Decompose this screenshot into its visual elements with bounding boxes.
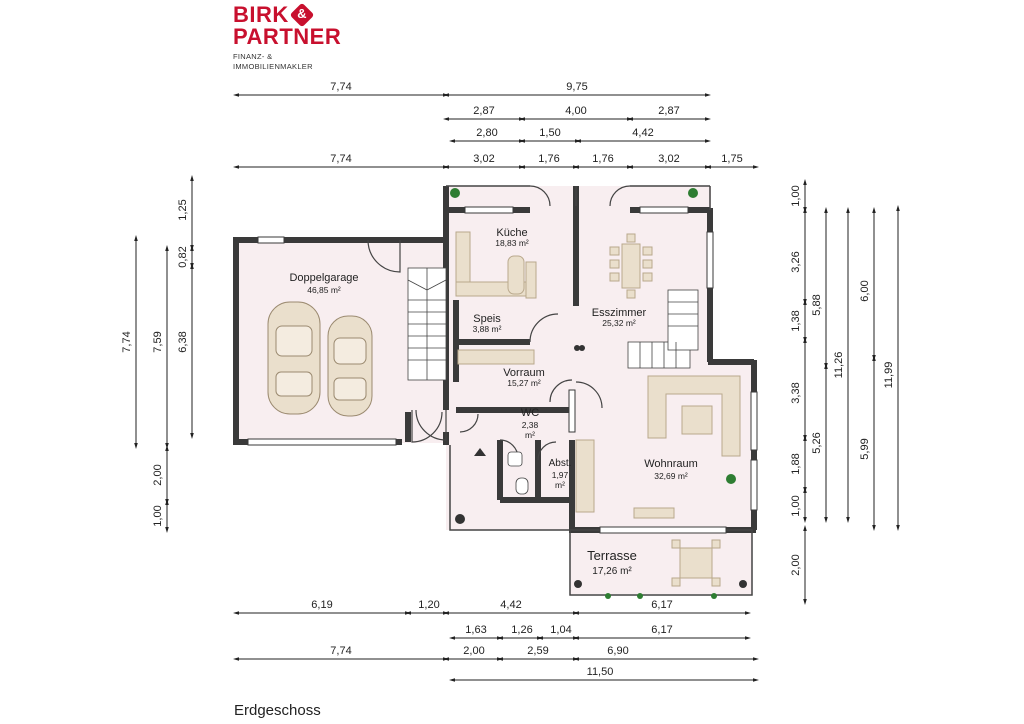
kitchen-furniture bbox=[455, 231, 595, 513]
dim-right-4-1: 6,00 bbox=[859, 280, 871, 301]
dim-bottom-1-2: 1,20 bbox=[418, 599, 439, 611]
room-area-unit-wc: m² bbox=[525, 430, 535, 440]
dim-bottom-2-2: 1,26 bbox=[511, 624, 532, 636]
pillar-icon bbox=[455, 514, 465, 524]
living-sofa bbox=[633, 375, 741, 519]
garage-staircase bbox=[407, 267, 447, 381]
dim-left-outer: 7,74 bbox=[121, 331, 133, 352]
outlet-icon bbox=[574, 345, 580, 351]
dim-bottom-1-4: 6,17 bbox=[651, 599, 672, 611]
company-logo: BIRK & PARTNER FINANZ- & IMMOBILIENMAKLE… bbox=[233, 2, 342, 72]
room-name-kueche: Küche bbox=[496, 227, 527, 239]
room-name-esszimmer: Esszimmer bbox=[592, 307, 647, 319]
room-name-terrasse: Terrasse bbox=[587, 548, 637, 563]
room-name-vorraum: Vorraum bbox=[503, 367, 545, 379]
room-name-doppelgarage: Doppelgarage bbox=[289, 272, 358, 284]
room-name-abst: Abst. bbox=[549, 458, 572, 469]
dim-top-4-1: 7,74 bbox=[330, 153, 351, 165]
dim-right-1-7: 2,00 bbox=[790, 554, 802, 575]
room-name-wc: WC bbox=[521, 407, 539, 419]
room-area-unit-abst: m² bbox=[555, 480, 565, 490]
dim-top-1-2: 9,75 bbox=[566, 81, 587, 93]
dim-right-3-1: 11,26 bbox=[833, 352, 845, 379]
dim-top-4-3: 1,76 bbox=[538, 153, 559, 165]
dim-left-inner-3: 6,38 bbox=[177, 331, 189, 352]
room-area-wc: 2,38 bbox=[522, 420, 539, 430]
pillar-icon-2 bbox=[574, 580, 582, 588]
dim-top-2-2: 4,00 bbox=[565, 105, 586, 117]
dimension-lines bbox=[134, 93, 900, 682]
dim-right-4-2: 5,99 bbox=[859, 438, 871, 459]
room-area-esszimmer: 25,32 m² bbox=[602, 318, 636, 328]
room-area-speis: 3,88 m² bbox=[473, 324, 502, 334]
dim-left-inner-4: 2,00 bbox=[152, 464, 164, 485]
dim-right-5-1: 11,99 bbox=[883, 362, 895, 389]
dim-bottom-3-3: 2,59 bbox=[527, 645, 548, 657]
dim-top-3-3: 4,42 bbox=[632, 127, 653, 139]
dim-left-inner-5: 1,00 bbox=[152, 505, 164, 526]
room-name-wohnraum: Wohnraum bbox=[644, 458, 698, 470]
dim-left-inner-1: 1,25 bbox=[177, 199, 189, 220]
room-labels: Doppelgarage 46,85 m² Küche 18,83 m² Spe… bbox=[289, 227, 697, 577]
dim-bottom-3-1: 7,74 bbox=[330, 645, 351, 657]
dim-top-3-1: 2,80 bbox=[476, 127, 497, 139]
dim-top-4-5: 3,02 bbox=[658, 153, 679, 165]
room-area-abst: 1,97 bbox=[552, 470, 569, 480]
room-name-speis: Speis bbox=[473, 313, 501, 325]
room-area-wohnraum: 32,69 m² bbox=[654, 471, 688, 481]
entry-arrow-icon bbox=[474, 448, 486, 456]
dim-left-inner-2: 0,82 bbox=[177, 246, 189, 267]
dim-bottom-4-1: 11,50 bbox=[587, 666, 614, 678]
dim-top-4-4: 1,76 bbox=[592, 153, 613, 165]
dim-bottom-3-4: 6,90 bbox=[607, 645, 628, 657]
dining-table bbox=[609, 233, 653, 299]
dim-right-1-3: 1,38 bbox=[790, 310, 802, 331]
dining-staircase bbox=[627, 289, 699, 369]
windows bbox=[247, 206, 758, 534]
dim-right-1-4: 3,38 bbox=[790, 382, 802, 403]
dim-bottom-2-4: 6,17 bbox=[651, 624, 672, 636]
doors bbox=[367, 185, 631, 461]
dim-right-1-2: 3,26 bbox=[790, 251, 802, 272]
car-right-icon bbox=[327, 315, 373, 417]
dim-top-3-2: 1,50 bbox=[539, 127, 560, 139]
dim-bottom-1-3: 4,42 bbox=[500, 599, 521, 611]
room-area-vorraum: 15,27 m² bbox=[507, 378, 541, 388]
plant-icons bbox=[450, 188, 736, 599]
terrace-table bbox=[671, 539, 721, 587]
logo-text-birk: BIRK bbox=[233, 2, 289, 27]
dim-top-4-2: 3,02 bbox=[473, 153, 494, 165]
dim-left-mid: 7,59 bbox=[152, 331, 164, 352]
dim-right-1-1: 1,00 bbox=[790, 185, 802, 206]
wc-fixtures bbox=[507, 451, 529, 495]
room-area-terrasse: 17,26 m² bbox=[592, 566, 632, 577]
dim-top-2-3: 2,87 bbox=[658, 105, 679, 117]
dim-right-1-5: 1,88 bbox=[790, 453, 802, 474]
logo-tagline-2: IMMOBILIENMAKLER bbox=[233, 62, 313, 71]
dim-bottom-1-1: 6,19 bbox=[311, 599, 332, 611]
dimension-labels: 7,74 9,75 2,87 4,00 2,87 2,80 1,50 4,42 … bbox=[121, 81, 895, 678]
room-area-doppelgarage: 46,85 m² bbox=[307, 285, 341, 295]
outlet-icon-2 bbox=[579, 345, 585, 351]
pillar-icon-3 bbox=[739, 580, 747, 588]
floor-label: Erdgeschoss bbox=[234, 702, 321, 719]
dim-top-2-1: 2,87 bbox=[473, 105, 494, 117]
dim-right-2-2: 5,26 bbox=[811, 432, 823, 453]
logo-text-partner: PARTNER bbox=[233, 24, 342, 49]
dim-top-4-6: 1,75 bbox=[721, 153, 742, 165]
dim-bottom-2-1: 1,63 bbox=[465, 624, 486, 636]
logo-tagline-1: FINANZ- & bbox=[233, 52, 273, 61]
dim-top-1-1: 7,74 bbox=[330, 81, 351, 93]
dim-bottom-3-2: 2,00 bbox=[463, 645, 484, 657]
dim-right-2-1: 5,88 bbox=[811, 294, 823, 315]
room-area-kueche: 18,83 m² bbox=[495, 238, 529, 248]
dim-bottom-2-3: 1,04 bbox=[550, 624, 571, 636]
dim-right-1-6: 1,00 bbox=[790, 495, 802, 516]
car-left-icon bbox=[267, 301, 321, 415]
